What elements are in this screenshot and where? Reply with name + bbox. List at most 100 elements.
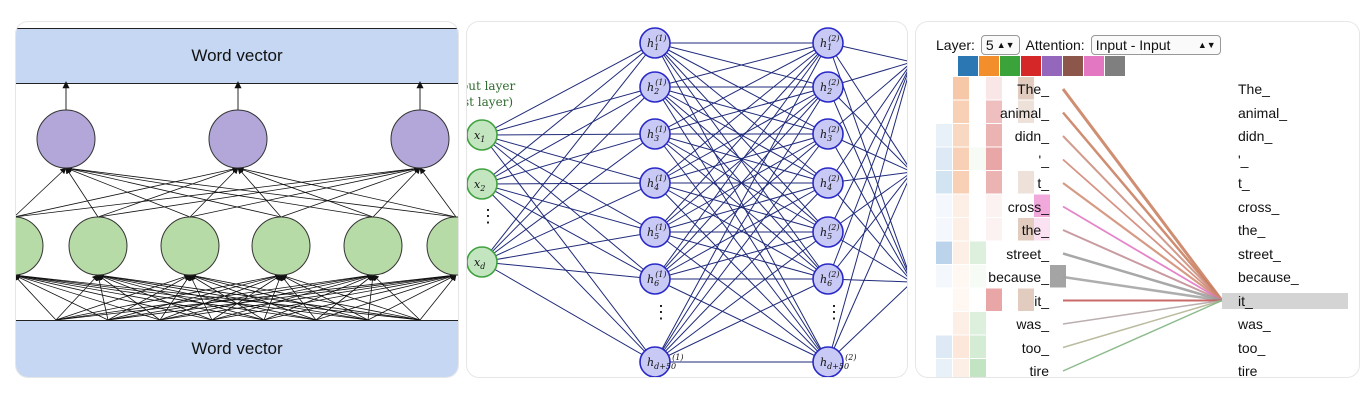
- attention-line: [1062, 299, 1223, 349]
- output-node: [208, 109, 268, 169]
- attention-line: [1062, 299, 1223, 325]
- edge-line: [827, 86, 907, 272]
- edge-line: [481, 261, 656, 363]
- left-token[interactable]: street_: [1006, 245, 1049, 262]
- head-color-swatch[interactable]: [958, 56, 978, 76]
- stepper-icon: ▲▼: [996, 40, 1015, 50]
- attention-line: [1062, 252, 1223, 302]
- edge-line: [189, 274, 265, 321]
- head-color-swatch[interactable]: [1063, 56, 1083, 76]
- attention-select[interactable]: Input - Input ▲▼: [1090, 35, 1221, 55]
- left-token[interactable]: it_: [1034, 292, 1049, 309]
- right-token[interactable]: The_: [1238, 81, 1270, 97]
- left-token[interactable]: animal_: [999, 104, 1049, 121]
- edge-line: [159, 272, 457, 321]
- right-token[interactable]: street_: [1238, 245, 1281, 262]
- edge-line: [280, 273, 421, 321]
- attention-cell: [986, 124, 1002, 147]
- edge-line: [654, 278, 829, 363]
- hidden1-node: [639, 216, 671, 248]
- edge-line: [827, 86, 907, 168]
- hidden2-node: [812, 167, 844, 199]
- left-token[interactable]: was_: [1016, 316, 1049, 332]
- attention-lines: [1061, 88, 1224, 372]
- attention-cell: [970, 312, 986, 335]
- mlp-nodes: x1x2xdh1(1)h2(1)h3(1)h4(1)h5(1)h6(1)hd+5…: [467, 27, 856, 377]
- right-token[interactable]: was_: [1238, 316, 1271, 332]
- left-token[interactable]: The_: [1017, 81, 1049, 97]
- attention-cell: [953, 359, 969, 377]
- attention-cell: [970, 265, 986, 288]
- attention-line: [1062, 182, 1223, 302]
- attention-line: [1062, 158, 1223, 302]
- edge-line: [97, 166, 239, 218]
- edge-line: [16, 272, 369, 321]
- attention-cell: [936, 265, 952, 288]
- left-token[interactable]: too_: [1021, 339, 1049, 356]
- edge-line: [107, 274, 191, 321]
- edge-line: [827, 68, 907, 184]
- attention-select-value: Input - Input: [1095, 37, 1171, 53]
- head-color-swatch[interactable]: [1042, 56, 1062, 76]
- head-color-swatch[interactable]: [979, 56, 999, 76]
- input-node: [467, 119, 498, 151]
- right-token[interactable]: too_: [1238, 339, 1266, 356]
- left-token[interactable]: didn_: [1014, 128, 1049, 144]
- attention-heatmap: [936, 77, 1224, 377]
- right-token-selected[interactable]: it_: [1222, 292, 1348, 309]
- left-token[interactable]: tire: [1029, 363, 1049, 377]
- attention-cell: [986, 147, 1002, 170]
- edge-line: [654, 231, 829, 363]
- right-token[interactable]: cross_: [1238, 198, 1280, 215]
- edge-line: [419, 167, 457, 218]
- right-token[interactable]: t_: [1238, 175, 1250, 191]
- attention-visualization-panel: Layer: 5 ▲▼ Attention: Input - Input ▲▼ …: [916, 22, 1359, 377]
- head-color-swatch[interactable]: [1000, 56, 1020, 76]
- input-node-label: x2: [474, 178, 485, 193]
- edge-line: [827, 70, 907, 233]
- attention-heat-cells: [936, 77, 1066, 377]
- hidden2-node: [812, 216, 844, 248]
- right-token[interactable]: the_: [1238, 222, 1266, 238]
- left-token[interactable]: t_: [1037, 175, 1049, 191]
- left-token[interactable]: cross_: [1007, 198, 1049, 215]
- edge-line: [827, 286, 907, 363]
- right-token[interactable]: didn_: [1238, 128, 1273, 144]
- attention-line: [1062, 229, 1223, 302]
- network-edges: [16, 81, 457, 321]
- head-color-swatch[interactable]: [1105, 56, 1125, 76]
- edge-line: [159, 274, 191, 321]
- left-token[interactable]: the_: [1021, 222, 1049, 238]
- right-token[interactable]: tire: [1238, 363, 1258, 377]
- edge-line: [97, 274, 213, 321]
- right-token[interactable]: '_: [1238, 151, 1249, 168]
- hidden2-node: [812, 71, 844, 103]
- layer-select[interactable]: 5 ▲▼: [980, 35, 1020, 55]
- left-token[interactable]: because_: [988, 269, 1049, 285]
- hidden-node: [251, 216, 311, 276]
- edge-line: [827, 78, 907, 363]
- head-color-swatch[interactable]: [1021, 56, 1041, 76]
- mlp-edges: [481, 42, 907, 363]
- attention-cell: [936, 359, 952, 377]
- hidden-node: [160, 216, 220, 276]
- edge-line: [481, 86, 656, 263]
- edge-line: [211, 273, 374, 321]
- right-token[interactable]: animal_: [1238, 104, 1288, 121]
- head-color-swatch[interactable]: [1084, 56, 1104, 76]
- edge-line: [654, 86, 829, 233]
- edge-line: [159, 273, 374, 321]
- left-token[interactable]: '_: [1038, 151, 1049, 168]
- right-token[interactable]: because_: [1238, 269, 1299, 285]
- hidden1-node: [639, 167, 671, 199]
- layer-select-value: 5: [985, 37, 994, 53]
- edge-line: [55, 274, 99, 321]
- edge-line: [107, 272, 457, 321]
- attention-cell: [986, 171, 1002, 194]
- attention-cell: [986, 288, 1002, 311]
- edge-line: [65, 165, 457, 218]
- edge-line: [481, 183, 656, 363]
- edge-line: [189, 167, 239, 218]
- edge-line: [55, 272, 457, 321]
- network-diagram: [16, 81, 458, 321]
